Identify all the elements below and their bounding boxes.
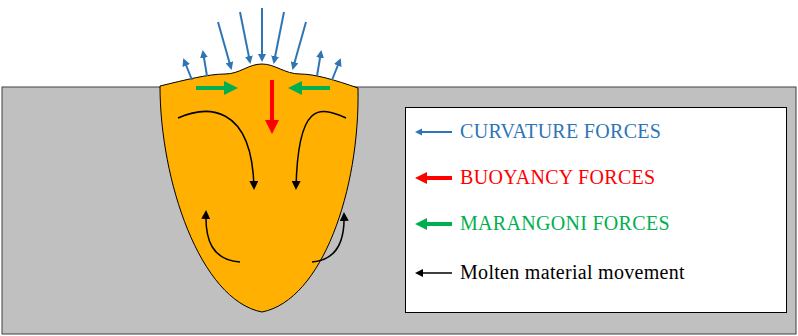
- legend-row: BUOYANCY FORCES: [406, 163, 786, 193]
- buoyancy-arrow: [270, 80, 274, 130]
- curvature-arrows: [184, 8, 340, 80]
- legend-arrow: [414, 214, 454, 234]
- legend-text: CURVATURE FORCES: [460, 119, 661, 143]
- marangoni-arrows: [196, 86, 330, 90]
- legend-arrow: [414, 263, 454, 283]
- legend-row: CURVATURE FORCES: [406, 117, 786, 147]
- legend-text: MARANGONI FORCES: [460, 211, 670, 235]
- flow-arrows: [178, 112, 346, 262]
- legend-arrow: [414, 122, 454, 142]
- legend-row: Molten material movement: [406, 258, 786, 288]
- legend-box: CURVATURE FORCES BUOYANCY FORCES MARANGONI…: [405, 107, 787, 313]
- substrate: [2, 87, 796, 334]
- legend-text: Molten material movement: [460, 260, 685, 284]
- melt-pool: [160, 64, 358, 312]
- legend-text: BUOYANCY FORCES: [460, 165, 655, 189]
- legend-arrow: [414, 168, 454, 188]
- legend-row: MARANGONI FORCES: [406, 209, 786, 239]
